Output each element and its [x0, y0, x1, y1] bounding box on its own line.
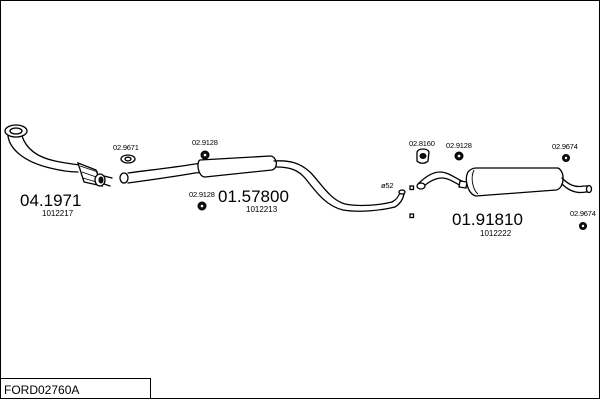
part-reference: 1012222	[480, 229, 512, 238]
clamp-icon	[416, 148, 430, 164]
accessory-code: 02.9674	[552, 142, 578, 151]
accessory-code: 02.9674	[570, 209, 596, 218]
accessory-code: 02.8160	[409, 139, 435, 148]
accessory-code: 02.9671	[113, 143, 139, 152]
part-number: 04.1971	[20, 191, 81, 210]
accessory-code: 02.9128	[446, 141, 472, 150]
diagram-code-box	[0, 378, 151, 399]
marker-square	[409, 213, 415, 219]
rear-silencer-drawing	[416, 167, 593, 197]
part-number: 01.91810	[452, 210, 523, 229]
accessory-code: 02.9128	[189, 190, 215, 199]
diameter-label: ø52	[381, 181, 393, 190]
rubber-mount-icon	[579, 222, 587, 230]
rubber-mount-icon	[200, 150, 210, 160]
rubber-mount-icon	[197, 201, 207, 211]
part-reference: 1012213	[246, 205, 278, 214]
part-number: 01.57800	[218, 187, 289, 206]
gasket-02-9671-drawing	[120, 154, 136, 164]
part-reference: 1012217	[42, 209, 74, 218]
rubber-mount-icon	[454, 151, 464, 161]
accessory-code: 02.9128	[192, 138, 218, 147]
marker-square	[409, 185, 415, 191]
front-pipe-catalyst-drawing	[4, 124, 113, 187]
centre-silencer-drawing	[119, 155, 406, 212]
diagram-code: FORD02760A	[4, 383, 79, 397]
rubber-mount-icon	[562, 154, 570, 162]
